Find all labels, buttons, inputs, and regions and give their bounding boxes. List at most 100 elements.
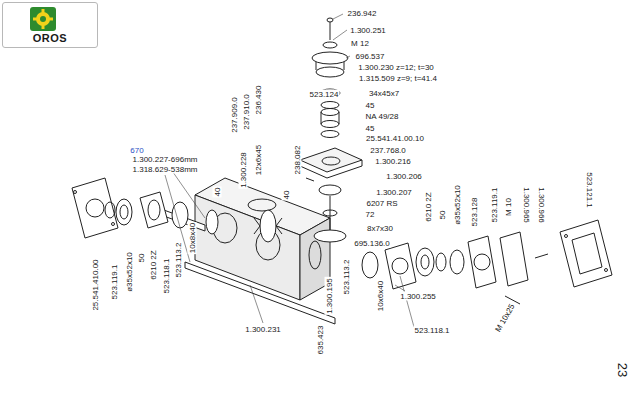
part-outline	[421, 255, 429, 269]
part-number: 45	[365, 101, 376, 110]
part-number: 1.315.509 z=9; t=41.4	[358, 74, 438, 83]
part-number: 6210 2Z	[149, 249, 158, 280]
part-outline	[74, 191, 77, 194]
part-outline	[260, 210, 276, 242]
part-outline	[400, 276, 414, 327]
part-number: 237.768.0	[369, 146, 407, 155]
part-outline	[323, 42, 337, 48]
part-outline	[36, 12, 50, 26]
part-outline	[330, 22, 331, 40]
part-outline	[116, 199, 132, 225]
part-outline	[535, 254, 548, 258]
logo-box: OROS	[2, 2, 98, 48]
part-outline	[72, 178, 118, 238]
part-number: 1.318.629-538mm	[132, 165, 199, 174]
part-outline	[468, 236, 496, 288]
part-outline	[319, 185, 341, 195]
part-number: 72	[365, 210, 376, 219]
part-number: 670	[129, 146, 144, 155]
part-outline	[321, 112, 339, 124]
part-number: 695.136.0	[353, 239, 391, 248]
part-number: 45	[365, 124, 376, 133]
part-number: 40	[282, 190, 291, 201]
part-outline	[312, 52, 348, 64]
part-outline	[309, 241, 321, 269]
part-number: 1.300.206	[385, 172, 423, 181]
part-outline	[140, 192, 168, 228]
part-number: 237.910.0	[242, 93, 251, 131]
part-number: 1.300.227-696mm	[132, 155, 199, 164]
part-outline	[42, 25, 45, 29]
part-outline	[254, 218, 282, 234]
part-outline	[172, 202, 188, 228]
part-outline	[86, 199, 104, 217]
part-number: 523.113.2	[174, 242, 183, 279]
part-number: M 10x25	[493, 302, 517, 335]
part-number: 50	[438, 210, 447, 221]
part-outline	[33, 18, 37, 21]
part-outline	[321, 131, 339, 138]
part-number: 238.082	[293, 145, 302, 176]
part-number: 237.909.0	[230, 96, 239, 134]
part-number: 1.300.207	[375, 188, 413, 197]
part-outline	[323, 210, 337, 216]
part-number: 523.118.1	[414, 326, 451, 335]
part-number: 1.300.255	[399, 292, 437, 301]
logo-icon	[30, 7, 56, 31]
part-number: 1.300.228	[239, 151, 248, 189]
part-outline	[330, 196, 331, 232]
part-outline	[250, 285, 263, 323]
part-outline	[49, 18, 53, 21]
part-number: 523.121.1	[585, 171, 594, 209]
part-number: 6207 RS	[365, 199, 398, 208]
part-outline	[42, 9, 45, 13]
part-outline	[436, 253, 446, 271]
part-outline	[333, 30, 347, 40]
parts	[72, 18, 612, 324]
part-outline	[392, 258, 408, 274]
part-outline	[500, 232, 528, 286]
logo-text: OROS	[33, 32, 67, 44]
part-number: 1.300.230 z=12; t=30	[357, 63, 435, 72]
part-number: 236.430	[254, 85, 263, 116]
part-number: 635.423	[316, 325, 325, 356]
part-number: 8x7x30	[366, 224, 394, 233]
part-outline	[300, 148, 362, 172]
part-number: NA 49/28	[365, 112, 400, 121]
part-number: 523.113.2	[342, 259, 351, 296]
part-outline	[560, 220, 612, 287]
part-outline	[346, 56, 350, 58]
part-number: 1.300.966	[537, 186, 546, 224]
part-number: M 12	[350, 39, 370, 48]
part-outline	[306, 178, 314, 181]
part-number: 6210 2Z	[424, 191, 433, 222]
part-number: 1.300.195	[325, 277, 334, 315]
part-outline	[321, 102, 339, 109]
part-number: 236.942	[347, 9, 378, 18]
part-number: 523.119.1	[110, 264, 119, 301]
part-outline	[316, 67, 344, 77]
part-outline	[300, 160, 362, 178]
part-outline	[321, 109, 339, 116]
part-number: 1.300.231	[244, 325, 282, 334]
part-outline	[30, 7, 56, 31]
part-number: 34x45x7	[368, 89, 400, 98]
part-number: 50	[137, 253, 146, 264]
part-outline	[120, 205, 128, 219]
part-number: 25.541.41.00.10	[365, 134, 425, 143]
part-outline	[40, 16, 46, 22]
part-outline	[333, 14, 343, 19]
part-outline	[248, 199, 276, 211]
part-outline	[416, 248, 434, 276]
part-number: 10x8x40	[188, 222, 197, 254]
part-outline	[185, 262, 335, 324]
part-outline	[572, 233, 602, 274]
part-number: 523.124	[309, 90, 340, 99]
part-number: 1.300.251	[349, 26, 387, 35]
part-outline	[474, 254, 490, 270]
part-outline	[385, 243, 416, 289]
part-number: ø35x52x10	[125, 251, 134, 293]
part-number: 696.537	[355, 52, 386, 61]
part-outline	[450, 250, 464, 274]
